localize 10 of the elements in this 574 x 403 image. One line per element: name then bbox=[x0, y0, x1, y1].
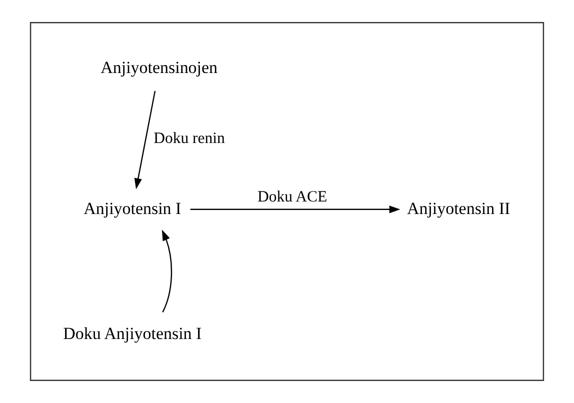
node-text: Anjiyotensinojen bbox=[100, 58, 218, 78]
node-text: Anjiyotensin I bbox=[84, 198, 182, 218]
cluster bbox=[30, 22, 544, 381]
edge-label: Doku ACE bbox=[258, 188, 328, 206]
arrow bbox=[162, 230, 172, 312]
node-text: Doku Anjiyotensin I bbox=[63, 324, 202, 343]
edge-label: Doku renin bbox=[154, 130, 225, 148]
arrow bbox=[134, 90, 156, 190]
node-text: Anjiyotensin II bbox=[406, 198, 510, 218]
arrow bbox=[190, 206, 400, 214]
